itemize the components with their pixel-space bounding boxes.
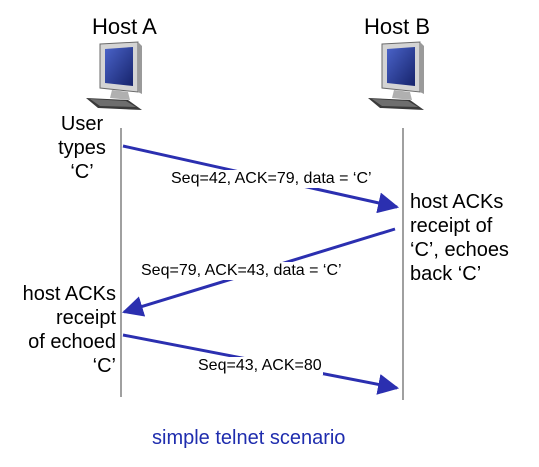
host-b-computer-icon [368, 41, 424, 110]
host-a-ack-note: host ACKs receipt of echoed ‘C’ [14, 282, 116, 378]
note-line: User [60, 113, 104, 135]
host-a-label: Host A [92, 14, 157, 39]
diagram-caption: simple telnet scenario [152, 427, 346, 449]
host-b-label: Host B [364, 14, 431, 39]
host-a-computer-icon [86, 41, 142, 110]
host-b-ack-note: host ACKs receipt of ‘C’, echoes back ‘C… [410, 190, 509, 286]
note-line: receipt [55, 307, 116, 329]
note-line: ‘C’, echoes [410, 239, 509, 261]
user-types-note: User types ‘C’ [50, 112, 114, 184]
note-line: host ACKs [22, 283, 116, 305]
message-label-2: Seq=79, ACK=43, data = ‘C’ [140, 262, 343, 280]
message-label-1: Seq=42, ACK=79, data = ‘C’ [170, 170, 373, 188]
note-line: host ACKs [410, 191, 504, 213]
note-line: receipt of [410, 215, 493, 237]
note-line: ‘C’ [70, 161, 94, 183]
note-line: back ‘C’ [410, 263, 482, 285]
note-line: types [58, 137, 106, 159]
note-line: ‘C’ [92, 355, 116, 377]
note-line: of echoed [28, 331, 116, 353]
message-label-3: Seq=43, ACK=80 [197, 357, 323, 375]
